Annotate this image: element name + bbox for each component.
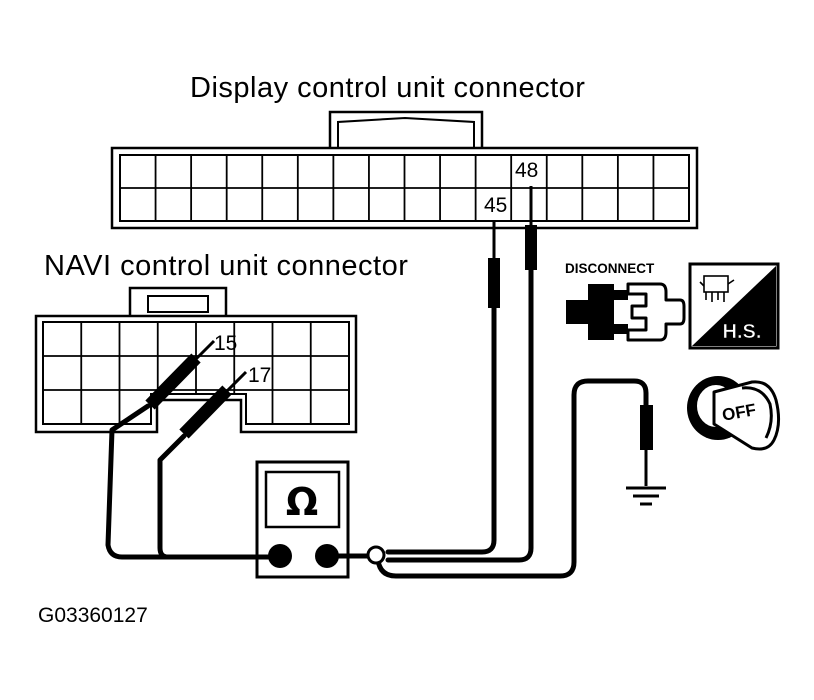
figure-code: G03360127 [38,604,148,627]
hs-icon: H.S. [688,262,780,350]
test-leads [105,267,649,579]
display-connector-title: Display control unit connector [190,72,585,104]
ground-probe [640,405,653,486]
navi-connector-title: NAVI control unit connector [44,250,408,282]
hs-label: H.S. [723,321,762,343]
meter-terminal-left [268,544,292,568]
probe-pin-17 [179,370,248,439]
display-pin-45-label: 45 [484,194,507,217]
display-connector [110,110,699,230]
disconnect-icon [566,282,686,342]
ignition-key-off-icon: OFF [687,376,781,451]
probe-pin-48 [525,186,537,270]
navi-pin-17-label: 17 [248,364,271,387]
navi-connector [34,286,358,434]
disconnect-label: DISCONNECT [565,261,655,276]
probe-pin-15 [145,339,216,410]
ohm-symbol-icon: Ω [286,480,318,524]
meter-terminal-right [315,544,339,568]
navi-pin-15-label: 15 [214,332,237,355]
probe-pin-45 [488,222,500,308]
display-pin-48-label: 48 [515,159,538,182]
ground-icon [626,486,666,506]
ohmmeter: Ω [255,460,350,579]
wire-junction [366,545,386,565]
